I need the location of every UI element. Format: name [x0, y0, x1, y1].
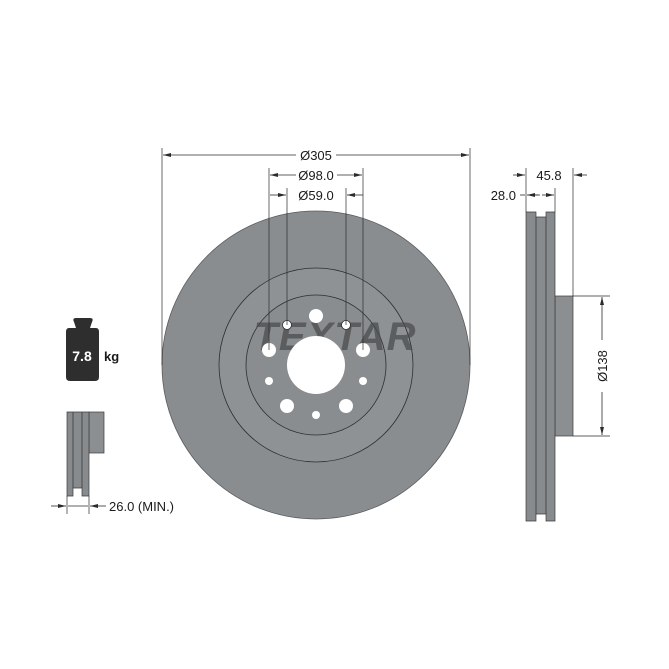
center-bore: [287, 336, 345, 394]
hat-diameter-label: Ø138: [595, 350, 610, 382]
hat-section: [554, 295, 574, 437]
bolt-hole: [309, 309, 323, 323]
weight-value: 7.8: [72, 348, 92, 364]
friction-plate: [525, 211, 556, 522]
min-thickness-label: 26.0 (MIN.): [109, 499, 174, 514]
min-thickness-profile: 26.0 (MIN.): [51, 411, 174, 514]
bolt-hole: [339, 399, 353, 413]
center-bore-label: Ø59.0: [298, 188, 333, 203]
small-hole: [312, 411, 320, 419]
front-dimensions: Ø305 Ø98.0 Ø59.0: [161, 148, 471, 365]
weight-indicator: 7.8 kg: [66, 318, 119, 381]
outer-diameter-label: Ø305: [300, 148, 332, 163]
bolt-circle-label: Ø98.0: [298, 168, 333, 183]
small-hole: [359, 377, 367, 385]
min-friction-plate: [66, 411, 90, 497]
weight-unit: kg: [104, 349, 119, 364]
small-hole: [265, 377, 273, 385]
disc-front-view: TEXTAR: [161, 210, 471, 520]
bolt-hole: [280, 399, 294, 413]
thickness-label: 28.0: [491, 188, 516, 203]
min-hat-section: [88, 411, 105, 454]
overall-height-label: 45.8: [536, 168, 561, 183]
weight-icon: [66, 318, 99, 381]
disc-side-profile: 45.8 28.0 Ø138: [491, 168, 610, 522]
